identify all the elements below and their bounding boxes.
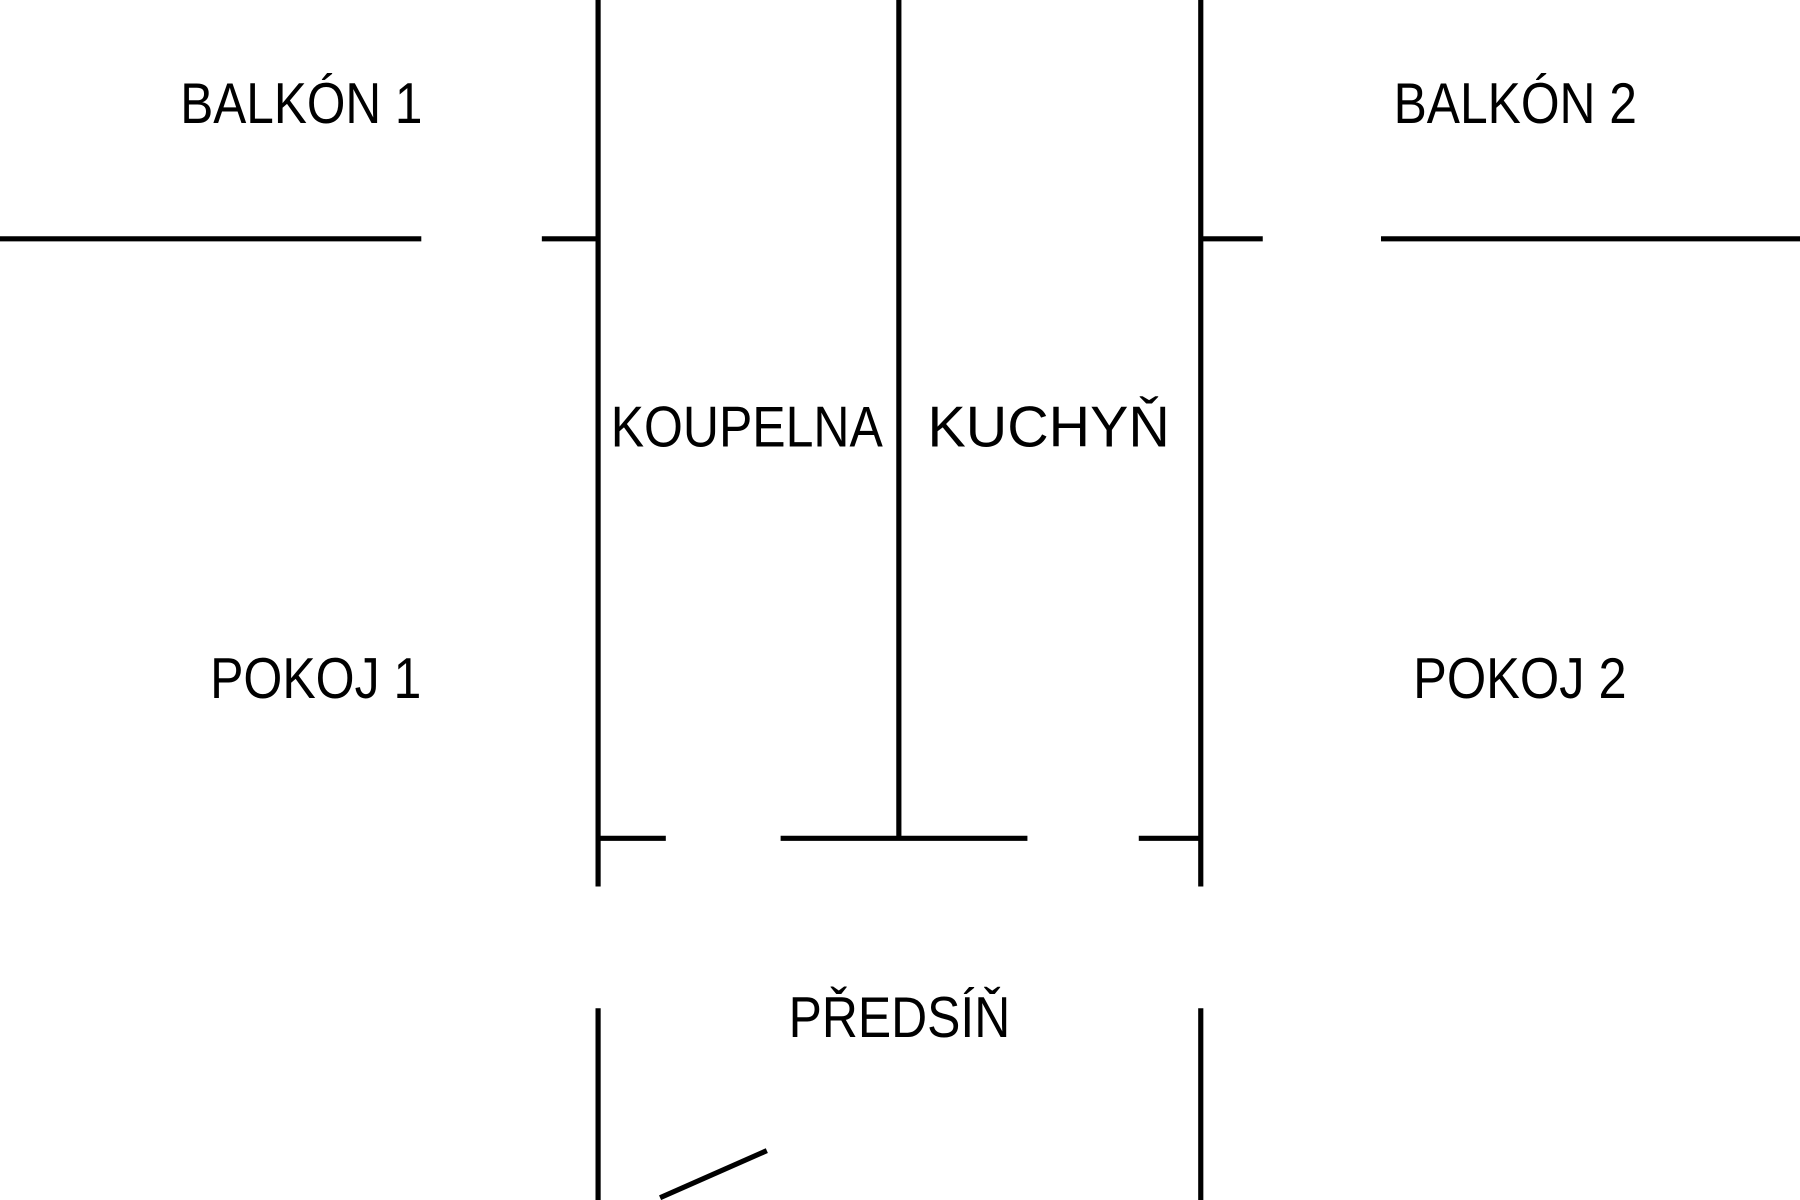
label-predsin: PŘEDSÍŇ [789, 986, 1011, 1050]
entrance-door-swing [659, 1148, 768, 1200]
label-kuchyn: KUCHYŇ [928, 396, 1170, 460]
label-pokoj-1: POKOJ 1 [210, 647, 421, 711]
label-balkon-2: BALKÓN 2 [1394, 72, 1637, 136]
label-balkon-1: BALKÓN 1 [180, 72, 422, 136]
label-pokoj-2: POKOJ 2 [1413, 647, 1627, 711]
label-koupelna: KOUPELNA [611, 396, 884, 460]
room-labels: BALKÓN 1 BALKÓN 2 KOUPELNA KUCHYŇ POKOJ … [180, 72, 1637, 1050]
